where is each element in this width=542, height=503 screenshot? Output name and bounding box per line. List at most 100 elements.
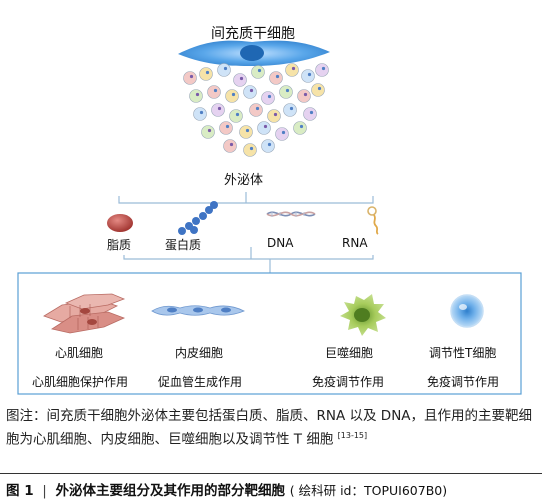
target-cells-box [17,272,522,395]
caption-divider [0,473,542,474]
exosome-cargo-dot [245,128,250,133]
figure-title: 图 1 | 外泌体主要组分及其作用的部分靶细胞 ( 绘科研 id：TOPUI60… [6,479,447,499]
exosome-cargo-dot [289,106,294,111]
exosome-cargo-dot [285,88,290,93]
exosome-vesicle [183,71,197,85]
exosome-cargo-dot [239,76,244,81]
target-effect-treg: 免疫调节作用 [427,375,500,389]
exosome-cargo-dot [249,146,254,151]
component-label-rna: RNA [342,236,368,250]
exosome-vesicle [219,121,233,135]
component-label-dna: DNA [267,236,294,250]
target-cell-label-cardiomyocyte: 心肌细胞 [55,346,104,360]
figure-credit: ( 绘科研 id：TOPUI607B0) [289,483,448,498]
exosome-cargo-dot [281,130,286,135]
exosome-cargo-dot [217,106,222,111]
exosome-vesicle [243,143,257,157]
exosome-cargo-dot [223,66,228,71]
exosome-vesicle [239,125,253,139]
target-cell-label-endothelial: 内皮细胞 [175,346,224,360]
exosome-cargo-dot [199,110,204,115]
exosome-vesicle [225,89,239,103]
caption-text: 图注：间充质干细胞外泌体主要包括蛋白质、脂质、RNA 以及 DNA，且作用的主要… [6,408,533,448]
exosome-cluster [183,63,329,157]
exosome-cargo-dot [291,66,296,71]
rna-strand-icon [367,206,379,235]
exosome-vesicle [233,73,247,87]
msc-label: 间充质干细胞 [211,26,295,42]
exosome-cargo-dot [307,72,312,77]
figure-label: 图 1 [6,483,34,499]
exosome-vesicle [315,63,329,77]
figure-title-text: 外泌体主要组分及其作用的部分靶细胞 [55,483,286,499]
exosome-vesicle [189,89,203,103]
exosome-vesicle [199,67,213,81]
exosome-vesicle [269,71,283,85]
exosome-vesicle [193,107,207,121]
target-cell-label-treg: 调节性T细胞 [429,346,497,360]
lipid-droplet-icon [107,214,133,232]
cardiomyocyte-icon [43,293,126,334]
exosome-vesicle [207,85,221,99]
exosome-vesicle [217,63,231,77]
exosome-vesicle [275,127,289,141]
exosome-cargo-dot [273,112,278,117]
target-effect-endothelial: 促血管生成作用 [158,375,243,389]
treg-cell-icon [450,294,484,328]
exosome-cargo-dot [231,92,236,97]
exosome-vesicle [279,85,293,99]
exosome-cargo-dot [299,124,304,129]
macrophage-icon [340,294,386,336]
caption-reference: [13-15] [337,431,368,440]
exosome-vesicle [267,109,281,123]
component-label-lipid: 脂质 [107,238,132,252]
exosome-vesicle [283,103,297,117]
protein-beads-icon [178,201,218,235]
exosome-cargo-dot [195,92,200,97]
exosome-cargo-dot [255,106,260,111]
target-effect-cardiomyocyte: 心肌细胞保护作用 [32,375,129,389]
exosome-vesicle [211,103,225,117]
exosome-cargo-dot [317,86,322,91]
exosome-cargo-dot [303,92,308,97]
exosome-vesicle [311,83,325,97]
exosome-vesicle [201,125,215,139]
exosome-vesicle [301,69,315,83]
component-label-protein: 蛋白质 [165,238,202,252]
dna-helix-icon [266,211,316,217]
exosome-cargo-dot [207,128,212,133]
exosome-vesicle [251,65,265,79]
target-cell-label-macrophage: 巨噬细胞 [325,346,374,360]
exosome-cargo-dot [189,74,194,79]
exosome-cargo-dot [225,124,230,129]
exosome-vesicle [297,89,311,103]
exosome-cargo-dot [267,142,272,147]
components-connector [118,192,374,273]
figure-title-separator: | [42,483,47,499]
exosome-cargo-dot [213,88,218,93]
exosome-vesicle [261,91,275,105]
exosome-cargo-dot [257,68,262,73]
exosome-cargo-dot [205,70,210,75]
exosome-vesicle [223,139,237,153]
exosome-label: 外泌体 [224,173,264,188]
msc-cell-icon [178,40,330,66]
exosome-cargo-dot [321,66,326,71]
exosome-vesicle [243,85,257,99]
exosome-vesicle [261,139,275,153]
exosome-cargo-dot [263,124,268,129]
exosome-cargo-dot [275,74,280,79]
exosome-vesicle [285,63,299,77]
exosome-cargo-dot [249,88,254,93]
endothelial-cell-icon [151,305,245,316]
exosome-cargo-dot [229,142,234,147]
exosome-vesicle [303,107,317,121]
exosome-vesicle [229,109,243,123]
exosome-vesicle [293,121,307,135]
exosome-vesicle [257,121,271,135]
target-effect-macrophage: 免疫调节作用 [312,375,385,389]
exosome-vesicle [249,103,263,117]
exosome-cargo-dot [267,94,272,99]
figure-caption: 图注：间充质干细胞外泌体主要包括蛋白质、脂质、RNA 以及 DNA，且作用的主要… [6,406,538,450]
